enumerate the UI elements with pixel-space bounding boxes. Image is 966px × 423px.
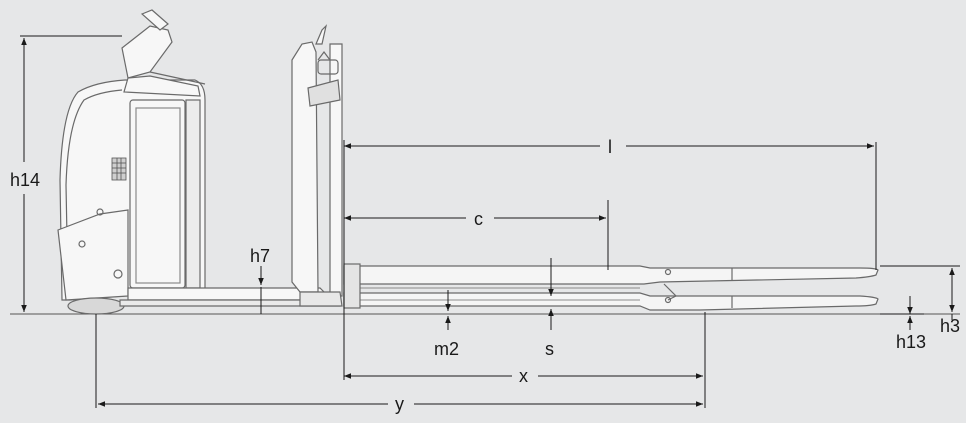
label-l: l (608, 137, 612, 157)
truck-drawing (57, 9, 343, 315)
fork-drawing (343, 263, 879, 311)
label-h13: h13 (896, 332, 926, 352)
dimension-lines (20, 35, 960, 408)
label-c: c (474, 209, 483, 229)
label-s: s (545, 339, 554, 359)
label-h3: h3 (940, 316, 960, 336)
label-x: x (519, 366, 528, 386)
label-m2: m2 (434, 339, 459, 359)
label-y: y (395, 394, 404, 414)
label-h14: h14 (10, 170, 40, 190)
label-h7: h7 (250, 246, 270, 266)
